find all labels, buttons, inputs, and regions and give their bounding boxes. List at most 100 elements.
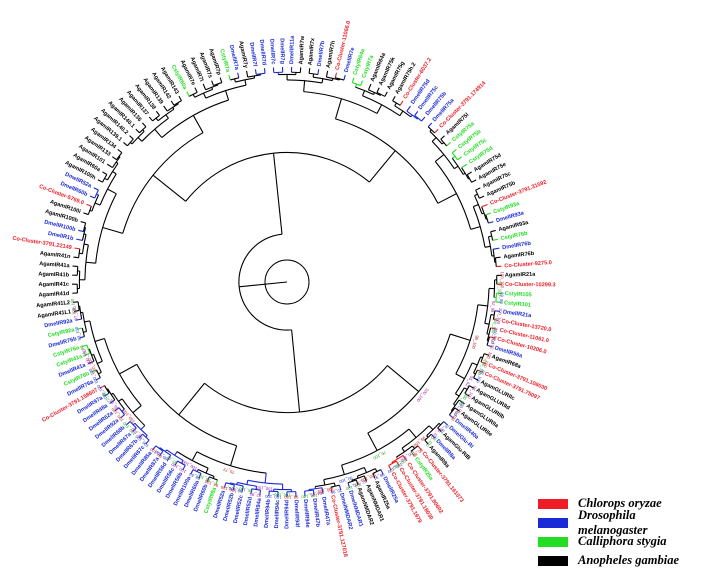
bootstrap-value: 100_100 bbox=[359, 472, 377, 483]
branch-arc bbox=[394, 105, 412, 118]
tip-label: DmelIR7b bbox=[317, 40, 327, 67]
branch-segment bbox=[192, 115, 204, 133]
branch-segment bbox=[80, 221, 86, 224]
branch-segment bbox=[347, 482, 351, 488]
branch-segment bbox=[84, 352, 90, 356]
branch-segment bbox=[321, 487, 324, 495]
branch-segment bbox=[384, 91, 388, 97]
branch-arc bbox=[101, 174, 108, 183]
branch-segment bbox=[75, 318, 82, 321]
branch-segment bbox=[312, 490, 315, 496]
branch-arc bbox=[426, 422, 440, 437]
branch-segment bbox=[192, 94, 196, 98]
bootstrap-value: 68_63 bbox=[188, 471, 201, 481]
branch-segment bbox=[163, 105, 168, 112]
tip-label: DmelIR94c bbox=[274, 500, 281, 529]
bootstrap-value: 93_100 bbox=[196, 473, 211, 483]
tip-label: DmelIR52c bbox=[233, 495, 245, 524]
branch-arc bbox=[89, 320, 103, 362]
branch-segment bbox=[380, 469, 384, 475]
branch-arc bbox=[406, 110, 418, 120]
root-branch bbox=[239, 281, 288, 288]
branch-segment bbox=[484, 322, 490, 325]
branch-segment bbox=[424, 439, 429, 445]
tip-label: DmelIR7d bbox=[258, 39, 267, 66]
tip-label: AgamIR7x bbox=[308, 37, 317, 66]
bootstrap-value: 100_100 bbox=[256, 485, 273, 492]
branch-arc bbox=[490, 231, 494, 241]
branch-segment bbox=[338, 485, 342, 491]
branch-arc bbox=[197, 469, 215, 477]
branch-segment bbox=[140, 425, 146, 430]
branch-segment bbox=[440, 135, 445, 140]
branch-segment bbox=[450, 333, 471, 341]
branch-segment bbox=[363, 467, 367, 473]
tip-label: AgamIR41a bbox=[39, 261, 71, 269]
branch-segment bbox=[401, 447, 406, 453]
branch-segment bbox=[373, 92, 375, 95]
bootstrap-value: 84_98 bbox=[79, 344, 88, 357]
branch-arc bbox=[159, 447, 172, 456]
bootstrap-value: 100_100 bbox=[490, 327, 499, 345]
bootstrap-value: 86_100 bbox=[466, 385, 478, 400]
branch-arc bbox=[256, 72, 266, 76]
branch-segment bbox=[97, 360, 103, 364]
branch-segment bbox=[464, 392, 470, 397]
bootstrap-value: 89_99 bbox=[499, 292, 505, 305]
branch-segment bbox=[106, 163, 113, 169]
branch-arc bbox=[424, 433, 432, 441]
branch-segment bbox=[191, 451, 198, 461]
branch-segment bbox=[437, 427, 442, 433]
branch-segment bbox=[166, 455, 172, 461]
branch-segment bbox=[83, 212, 89, 216]
bootstrap-value: 90_100 bbox=[338, 476, 353, 485]
branch-segment bbox=[488, 235, 492, 238]
branch-segment bbox=[86, 203, 92, 207]
branch-segment bbox=[330, 487, 333, 493]
branch-arc bbox=[493, 279, 496, 298]
branch-segment bbox=[206, 476, 210, 482]
branch-segment bbox=[451, 155, 456, 159]
branch-segment bbox=[182, 465, 186, 471]
legend-label: Drosophila melanogaster bbox=[578, 507, 648, 537]
branch-arc bbox=[410, 445, 419, 452]
bootstrap-value: 100_100 bbox=[219, 484, 237, 493]
branch-segment bbox=[263, 68, 266, 74]
bootstrap-value: 97_100 bbox=[72, 305, 79, 320]
legend-item-drosophila: Drosophila melanogaster bbox=[538, 508, 708, 537]
branch-segment bbox=[351, 77, 355, 83]
tip-label: AgamIR76b bbox=[503, 251, 535, 261]
branch-segment bbox=[84, 320, 90, 323]
branch-segment bbox=[399, 100, 404, 106]
branch-arc bbox=[82, 312, 88, 332]
branch-segment bbox=[363, 475, 368, 482]
branch-segment bbox=[246, 480, 249, 485]
branch-segment bbox=[428, 425, 434, 431]
branch-segment bbox=[272, 153, 283, 235]
branch-segment bbox=[323, 479, 326, 486]
branch-segment bbox=[455, 373, 465, 380]
branch-arc bbox=[357, 468, 376, 477]
branch-segment bbox=[109, 399, 116, 404]
branch-segment bbox=[410, 450, 415, 456]
branch-segment bbox=[466, 171, 472, 176]
legend-item-chlorops: Chlorops oryzae bbox=[538, 494, 708, 513]
tip-label: DmelIR92a bbox=[44, 318, 74, 329]
branch-segment bbox=[87, 360, 95, 365]
scale-bar-line bbox=[538, 560, 566, 562]
branch-segment bbox=[174, 460, 179, 466]
branch-segment bbox=[457, 156, 463, 161]
branch-segment bbox=[118, 398, 123, 402]
branch-arc bbox=[81, 327, 85, 337]
branch-segment bbox=[308, 68, 311, 74]
tip-label: DmelIR11a bbox=[289, 35, 296, 64]
branch-segment bbox=[117, 148, 123, 154]
bootstrap-value: 80_88 bbox=[411, 447, 424, 458]
branch-segment bbox=[119, 363, 138, 375]
bootstrap-value: 98_100 bbox=[475, 369, 486, 384]
branch-segment bbox=[376, 87, 380, 93]
branch-segment bbox=[83, 233, 87, 235]
branch-segment bbox=[230, 445, 238, 466]
branch-segment bbox=[477, 369, 483, 373]
